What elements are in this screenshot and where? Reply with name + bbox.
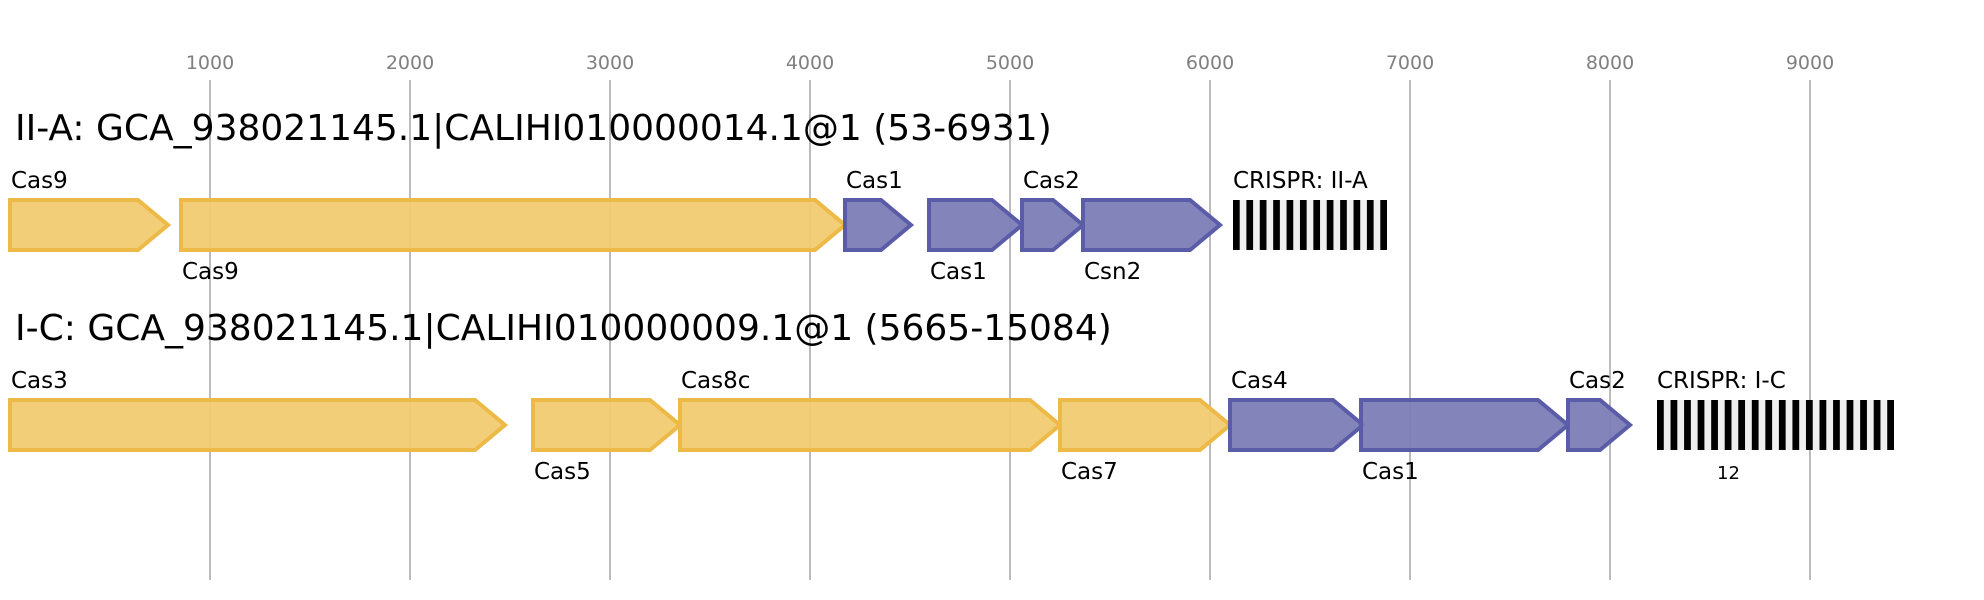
crispr-repeat xyxy=(1697,400,1705,450)
crispr-repeat xyxy=(1366,200,1374,250)
crispr-repeat xyxy=(1805,400,1813,450)
gene-arrow-cas1[interactable] xyxy=(1359,398,1572,452)
gene-label: Cas5 xyxy=(534,459,591,485)
axis-tick-label: 8000 xyxy=(1586,52,1634,74)
axis-tick-label: 2000 xyxy=(386,52,434,74)
crispr-repeat xyxy=(1273,200,1280,250)
crispr-repeat xyxy=(1711,400,1718,450)
gene-arrow-csn2[interactable] xyxy=(1081,198,1224,252)
gene-arrow-cas2[interactable] xyxy=(1020,198,1087,252)
gene-arrow-cas9[interactable] xyxy=(8,198,172,252)
crispr-repeat xyxy=(1233,200,1240,250)
gene-label: Cas1 xyxy=(930,259,987,285)
gene-arrow-cas5[interactable] xyxy=(531,398,684,452)
gene-label: Cas1 xyxy=(846,168,903,194)
axis-tick-label: 9000 xyxy=(1786,52,1834,74)
gene-arrow-cas1[interactable] xyxy=(927,198,1026,252)
crispr-repeat xyxy=(1259,200,1267,250)
gene-label: Cas8c xyxy=(681,368,750,394)
crispr-repeat xyxy=(1860,400,1867,450)
crispr-repeat xyxy=(1751,400,1759,450)
crispr-repeat xyxy=(1833,400,1840,450)
gene-label: Cas4 xyxy=(1231,368,1288,394)
crispr-repeat xyxy=(1724,400,1732,450)
gene-label: Cas3 xyxy=(11,368,68,394)
crispr-repeat xyxy=(1792,400,1800,450)
axis-tick-label: 7000 xyxy=(1386,52,1434,74)
crispr-repeat xyxy=(1738,400,1746,450)
gene-label: Cas9 xyxy=(11,168,68,194)
gene-arrow-cas4[interactable] xyxy=(1228,398,1367,452)
gene-label: Cas2 xyxy=(1023,168,1080,194)
gene-label: Cas9 xyxy=(182,259,239,285)
crispr-spacer-background xyxy=(1233,200,1387,250)
gene-arrow-cas9[interactable] xyxy=(179,198,849,252)
crispr-repeat xyxy=(1873,400,1881,450)
crispr-repeat xyxy=(1340,200,1347,250)
gene-label: Cas7 xyxy=(1061,459,1118,485)
crispr-repeat xyxy=(1286,200,1294,250)
axis-tick-label: 3000 xyxy=(586,52,634,74)
crispr-spacer-background xyxy=(1657,400,1894,450)
crispr-repeat xyxy=(1684,400,1691,450)
track-title: I-C: GCA_938021145.1|CALIHI010000009.1@1… xyxy=(15,308,1112,349)
crispr-repeat xyxy=(1765,400,1773,450)
grid-and-axis: 1000 2000 3000 4000 5000 6000 7000 8000 9000 xyxy=(186,52,1834,580)
crispr-array[interactable]: CRISPR: II-A xyxy=(1233,168,1387,250)
track: II-A: GCA_938021145.1|CALIHI010000014.1@… xyxy=(8,108,1387,285)
crispr-repeat xyxy=(1670,400,1678,450)
crispr-repeat xyxy=(1353,200,1361,250)
crispr-array[interactable]: CRISPR: I-C 12 xyxy=(1657,368,1894,484)
crispr-label: CRISPR: I-C xyxy=(1657,368,1786,394)
crispr-repeat xyxy=(1657,400,1664,450)
axis-tick-label: 1000 xyxy=(186,52,234,74)
crispr-repeat xyxy=(1819,400,1827,450)
gene-arrow-cas1[interactable] xyxy=(843,198,915,252)
crispr-repeat xyxy=(1846,400,1854,450)
track: I-C: GCA_938021145.1|CALIHI010000009.1@1… xyxy=(8,308,1894,485)
crispr-repeat xyxy=(1299,200,1307,250)
crispr-repeat xyxy=(1380,200,1387,250)
crispr-repeat xyxy=(1778,400,1786,450)
gene-arrow-cas3[interactable] xyxy=(8,398,509,452)
gene-arrow-cas8c[interactable] xyxy=(678,398,1064,452)
gene-arrow-cas2[interactable] xyxy=(1566,398,1634,452)
crispr-repeat xyxy=(1326,200,1334,250)
crispr-repeat xyxy=(1246,200,1254,250)
axis-tick-label: 4000 xyxy=(786,52,834,74)
crispr-repeat xyxy=(1313,200,1321,250)
crispr-label: CRISPR: II-A xyxy=(1233,168,1368,194)
track-title: II-A: GCA_938021145.1|CALIHI010000014.1@… xyxy=(15,108,1052,149)
crispr-repeat xyxy=(1887,400,1894,450)
axis-tick-label: 6000 xyxy=(1186,52,1234,74)
tracks: II-A: GCA_938021145.1|CALIHI010000014.1@… xyxy=(8,108,1894,485)
axis-tick-label: 5000 xyxy=(986,52,1034,74)
gene-label: Cas1 xyxy=(1362,459,1419,485)
gene-arrow-cas7[interactable] xyxy=(1058,398,1234,452)
crispr-spacer-count: 12 xyxy=(1717,463,1740,484)
gene-label: Csn2 xyxy=(1084,259,1141,285)
gene-label: Cas2 xyxy=(1569,368,1626,394)
